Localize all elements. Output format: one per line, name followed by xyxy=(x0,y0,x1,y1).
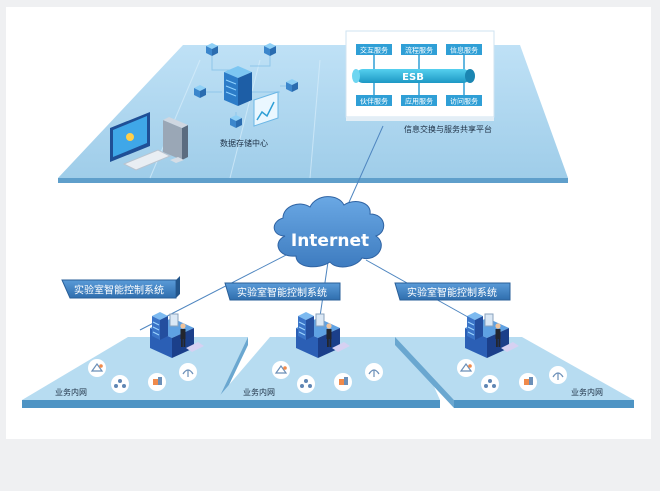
device-icons xyxy=(88,359,567,393)
device-icon xyxy=(334,373,352,391)
esb-service-label: 流程服务 xyxy=(405,46,433,55)
esb-service-box xyxy=(356,44,392,55)
esb-service-box xyxy=(356,95,392,106)
device-icon xyxy=(111,375,129,393)
device-icon xyxy=(179,363,197,381)
device-icon xyxy=(549,366,567,384)
device-icon xyxy=(272,361,290,379)
lab-title-badge-3: 实验室智能控制系统 xyxy=(394,282,511,301)
esb-service-box xyxy=(401,44,437,55)
lab-platform-1 xyxy=(22,337,248,408)
lab-title-badge-1: 实验室智能控制系统 xyxy=(61,276,180,299)
lab-title: 实验室智能控制系统 xyxy=(407,286,497,299)
esb-service-label: 交互服务 xyxy=(360,46,388,55)
esb-service-box xyxy=(446,44,482,55)
lab-title: 实验室智能控制系统 xyxy=(237,286,327,299)
lab-platform-3 xyxy=(395,337,634,408)
device-icon xyxy=(457,359,475,377)
esb-service-label: 应用服务 xyxy=(405,97,433,106)
device-icon xyxy=(519,373,537,391)
internet-label: Internet xyxy=(291,231,369,251)
internet-cloud: Internet xyxy=(273,196,385,268)
esb-panel: 交互服务 流程服务 信息服务 伙伴服务 应用服务 访问服务 ESB xyxy=(345,30,495,121)
lab-station-icon xyxy=(465,312,519,358)
network-label: 业务内网 xyxy=(571,387,603,397)
esb-service-box xyxy=(401,95,437,106)
lab-station-icon xyxy=(150,312,204,358)
device-icon xyxy=(88,359,106,377)
esb-service-label: 访问服务 xyxy=(450,97,478,106)
device-icon xyxy=(148,373,166,391)
lab-station-icon xyxy=(296,312,350,358)
esb-label: ESB xyxy=(402,72,424,83)
device-icon xyxy=(481,375,499,393)
storage-center-label: 数据存储中心 xyxy=(220,138,268,148)
computer-icon xyxy=(110,112,188,171)
platform-label: 信息交换与服务共享平台 xyxy=(404,124,492,134)
lab-title: 实验室智能控制系统 xyxy=(74,284,164,297)
device-icon xyxy=(365,363,383,381)
lab-platform-2 xyxy=(216,337,440,408)
esb-bus-bar xyxy=(356,69,470,83)
network-label: 业务内网 xyxy=(243,387,275,397)
device-icon xyxy=(297,375,315,393)
esb-service-label: 信息服务 xyxy=(450,46,478,55)
lab-title-badge-2: 实验室智能控制系统 xyxy=(224,282,341,301)
esb-service-box xyxy=(446,95,482,106)
data-storage-center-icon xyxy=(194,43,298,128)
network-label: 业务内网 xyxy=(55,387,87,397)
esb-service-label: 伙伴服务 xyxy=(360,97,388,106)
